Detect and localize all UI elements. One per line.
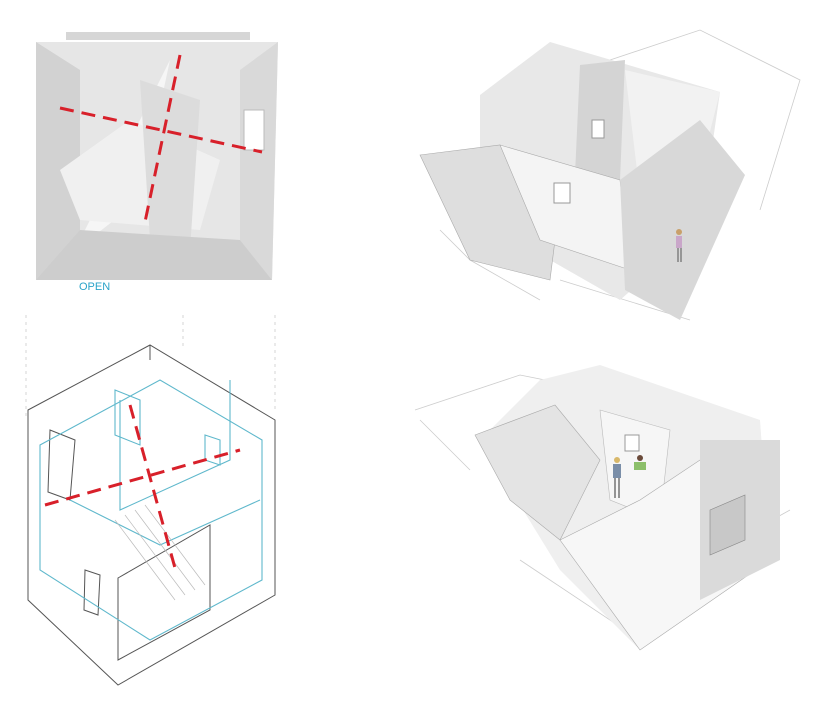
axis-line bbox=[143, 54, 182, 223]
human-figure bbox=[634, 455, 646, 470]
panel-wireframe bbox=[25, 315, 276, 686]
human-figure bbox=[676, 229, 682, 262]
panel-axonometric-bottom bbox=[414, 365, 791, 651]
panel-interior-view bbox=[36, 32, 278, 280]
human-figure bbox=[613, 457, 621, 498]
axis-line bbox=[59, 106, 263, 154]
axis-line bbox=[128, 404, 177, 569]
open-label: OPEN bbox=[78, 281, 112, 293]
panel-axonometric-top bbox=[419, 29, 801, 321]
axis-line bbox=[44, 448, 241, 507]
